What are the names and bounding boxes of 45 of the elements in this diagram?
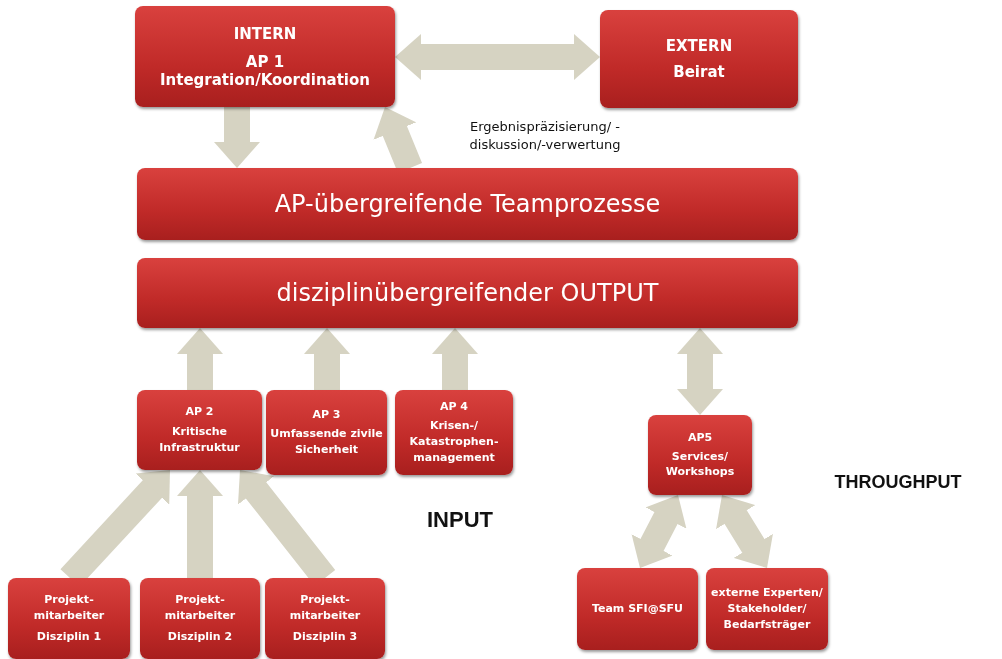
block-arrow [677,328,723,415]
box-text: Services/ Workshops [664,448,736,481]
process-box [140,578,260,659]
block-arrow [432,328,478,390]
box-heading: AP 3 [312,407,341,424]
box-text: externe Experten/ Stakeholder/ Bedarfsträger [710,585,824,633]
box-text: Disziplin 3 [292,629,358,646]
box-text: Team SFI@SFU [591,601,684,617]
box-heading: INTERN [233,24,297,43]
process-box [395,390,513,475]
block-arrow [214,107,260,168]
box-heading: EXTERN [665,37,733,55]
block-arrow [177,328,223,390]
process-box [135,6,395,107]
box-text: Disziplin 2 [167,629,233,646]
process-box [266,390,387,475]
process-bar [137,168,798,240]
process-box [8,578,130,659]
block-arrow [395,34,600,80]
box-heading: AP 4 [439,399,469,416]
box-text: Disziplin 1 [36,629,102,646]
note-text: Ergebnispräzisierung/ -diskussion/-verwertung [468,118,622,154]
process-box [600,10,798,108]
process-box [137,390,262,470]
process-box [648,415,752,495]
process-box [706,568,828,650]
box-text: Krisen-/ Katastrophen- management [408,418,500,466]
section-label: INPUT [426,506,494,534]
process-box [577,568,698,650]
box-heading: Projekt- mitarbeiter [32,591,106,624]
box-text: Kritische Infrastruktur [158,424,241,456]
box-heading: Projekt- mitarbeiter [288,591,362,624]
box-text: Beirat [673,63,725,81]
block-arrow [304,328,350,390]
section-label: THROUGHPUT [833,471,963,494]
process-bar [137,258,798,328]
block-arrow [177,470,223,578]
box-text: AP 1 Integration/Koordination [159,52,371,89]
box-text: AP-übergreifende Teamprozesse [274,189,661,219]
box-heading: AP5 [687,429,713,446]
box-heading: Projekt- mitarbeiter [163,591,237,624]
box-text: Umfassende zivile Sicherheit [270,426,383,458]
box-text: disziplinübergreifender OUTPUT [276,278,659,308]
box-heading: AP 2 [185,404,214,421]
process-box [265,578,385,659]
